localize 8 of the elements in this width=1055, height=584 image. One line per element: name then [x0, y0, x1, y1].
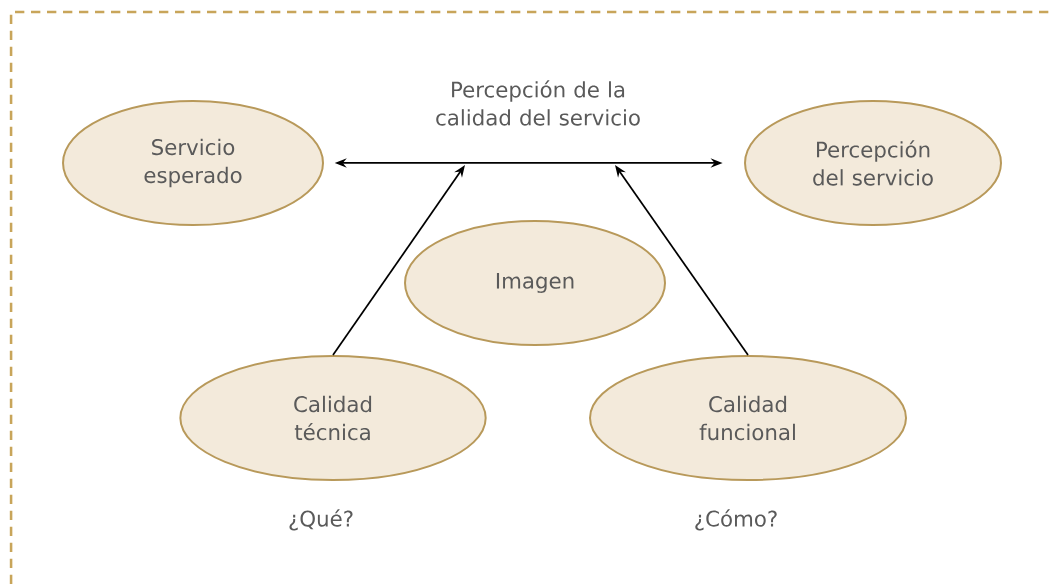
- ellipse-node: Calidad técnica: [179, 355, 487, 481]
- edge-label: Percepción de la calidad del servicio: [436, 80, 640, 126]
- ellipse-node: Imagen: [404, 220, 666, 346]
- ellipse-node: Servicio esperado: [62, 100, 324, 226]
- question-label: ¿Qué?: [289, 509, 353, 531]
- question-label: ¿Cómo?: [695, 509, 777, 531]
- ellipse-node: Calidad funcional: [589, 355, 907, 481]
- ellipse-node: Percepción del servicio: [744, 100, 1002, 226]
